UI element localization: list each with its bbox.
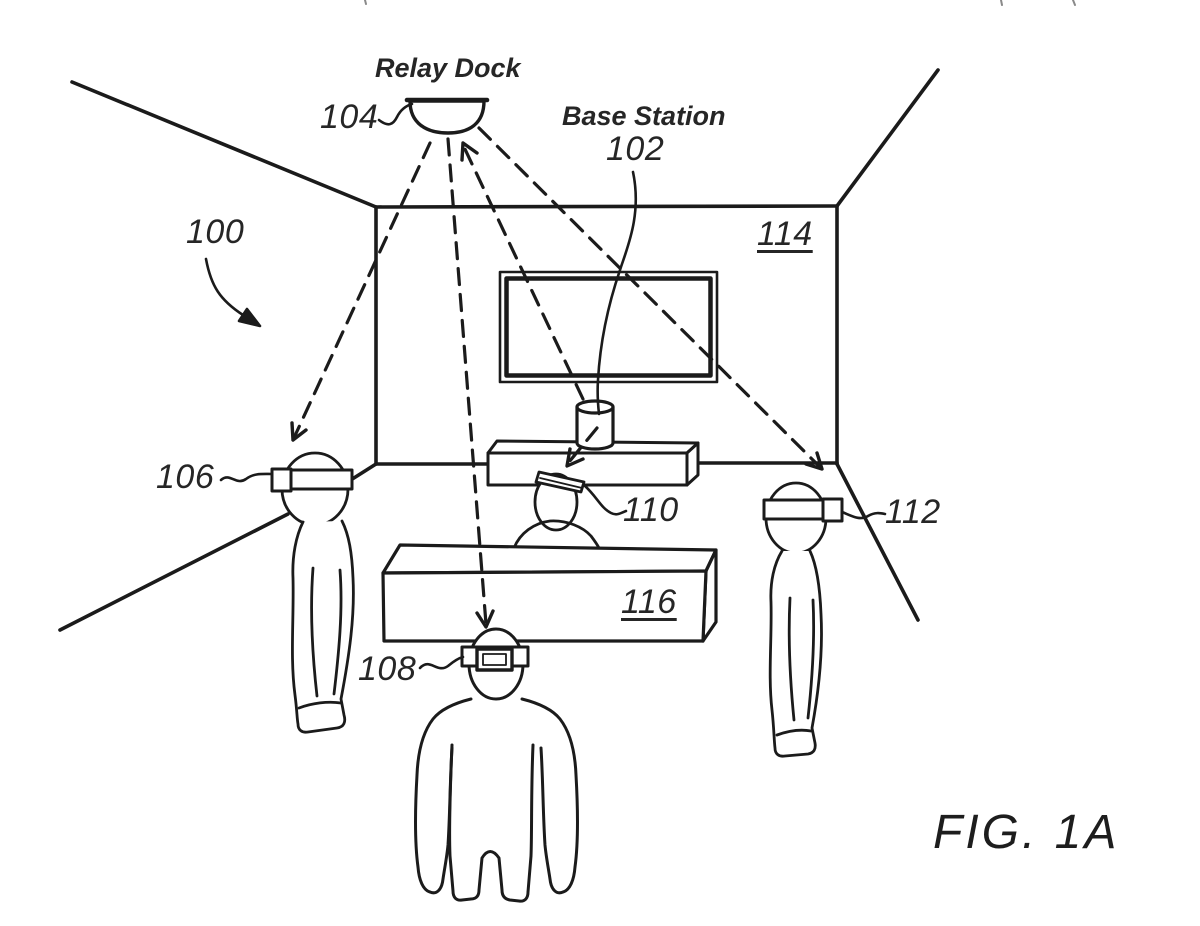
arrowhead-at-hmd-108 xyxy=(475,609,495,629)
label-ref-108-hmd-front: 108 xyxy=(358,650,417,688)
back-wall-top-edge xyxy=(374,204,839,209)
label-ref-116-table: 116 xyxy=(621,583,677,621)
person-108-right-arm xyxy=(520,697,579,895)
leader-108 xyxy=(418,655,465,670)
person-110 xyxy=(512,470,601,550)
arrowhead-at-hmd-110 xyxy=(565,447,585,468)
base-station-device xyxy=(575,399,615,451)
wall-display-screen xyxy=(498,270,719,384)
relay-dock-device xyxy=(404,97,490,135)
label-ref-114-wall: 114 xyxy=(757,215,813,253)
hmd-band-106 xyxy=(282,468,354,491)
label-relay-dock-name: Relay Dock xyxy=(375,53,521,83)
signal-base-to-hmd-110 xyxy=(567,426,599,464)
leader-110 xyxy=(583,484,628,516)
leader-106 xyxy=(219,472,274,483)
leader-102 xyxy=(596,170,638,416)
hmd-device-106 xyxy=(270,467,293,493)
signal-base-to-relay xyxy=(462,145,585,401)
person-108-left-arm xyxy=(414,697,473,895)
figure-title: FIG. 1A xyxy=(933,806,1120,859)
signal-relay-to-hmd-112 xyxy=(477,126,821,468)
hmd-band-112 xyxy=(762,498,832,521)
page-edge-artifacts xyxy=(364,0,1076,6)
person-110-shoulders xyxy=(512,519,601,550)
label-ref-100-system: 100 xyxy=(186,213,245,251)
signal-paths xyxy=(291,126,821,626)
person-106 xyxy=(270,451,355,734)
label-base-station-name: Base Station xyxy=(562,101,726,131)
signal-relay-to-hmd-108 xyxy=(446,137,488,626)
label-ref-102-base-station: 102 xyxy=(606,130,665,168)
leader-lines xyxy=(204,102,887,670)
arrowhead-at-wall-corner-112 xyxy=(804,451,824,471)
person-108-torso-legs xyxy=(448,743,535,903)
wall-shelf xyxy=(486,439,700,487)
arrowhead-at-hmd-106 xyxy=(290,421,308,442)
hmd-device-112 xyxy=(821,497,844,523)
signal-arrowheads xyxy=(290,141,824,629)
label-ref-110-hmd-center: 110 xyxy=(623,491,679,529)
ceiling-edge-left xyxy=(70,80,378,209)
label-ref-106-hmd-left: 106 xyxy=(156,458,215,496)
label-ref-104-relay-dock: 104 xyxy=(320,98,379,136)
ceiling-edge-right xyxy=(835,68,940,208)
table-116 xyxy=(381,543,718,643)
label-ref-112-hmd-right: 112 xyxy=(885,493,941,531)
floor-edge-right xyxy=(835,462,920,622)
signal-relay-to-hmd-106 xyxy=(291,141,432,442)
person-108 xyxy=(414,627,579,903)
person-106-body xyxy=(291,519,355,734)
person-112 xyxy=(762,481,844,758)
leader-100-arrow-shaft xyxy=(204,257,245,317)
arrowhead-at-relay-dock xyxy=(460,141,479,162)
leader-112 xyxy=(840,510,887,520)
leader-100-arrowhead xyxy=(237,307,262,328)
leader-104 xyxy=(377,102,414,126)
